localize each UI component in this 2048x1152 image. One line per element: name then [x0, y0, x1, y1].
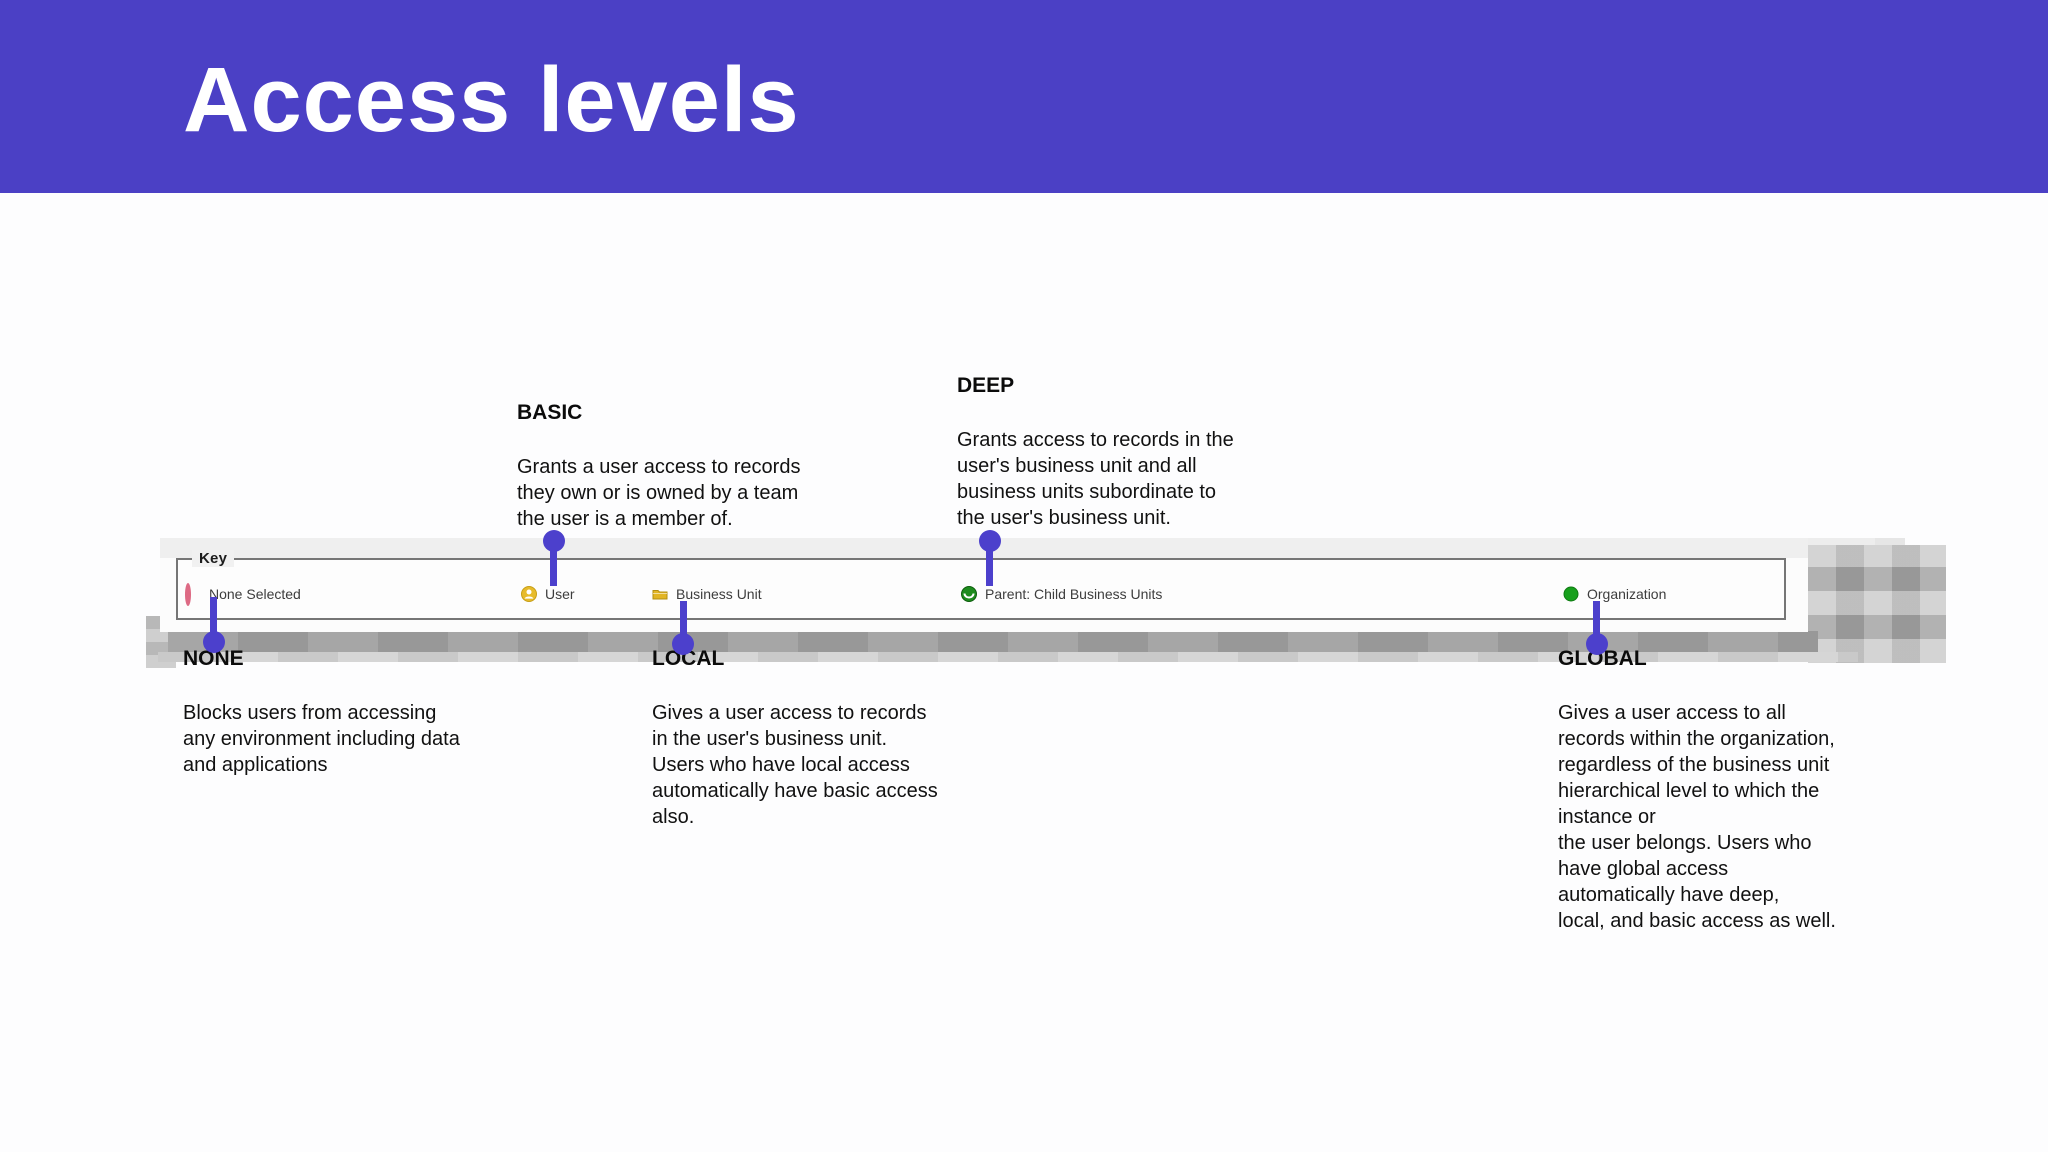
key-item-label: Parent: Child Business Units — [985, 586, 1163, 602]
callout-local-title: LOCAL — [652, 647, 725, 670]
callout-deep-body: Grants access to records in the user's b… — [957, 429, 1234, 529]
none-selected-icon — [185, 583, 201, 606]
callout-global-title: GLOBAL — [1558, 647, 1647, 670]
key-bar-screenshot: Key — [160, 538, 1808, 632]
key-item-parent-child: Parent: Child Business Units — [961, 584, 1162, 604]
key-item-business-unit: Business Unit — [652, 584, 762, 604]
callout-none-body: Blocks users from accessing any environm… — [183, 702, 460, 776]
key-item-label: User — [545, 586, 575, 602]
callout-basic: BASIC Grants a user access to records th… — [517, 402, 957, 532]
page-title: Access levels — [183, 49, 800, 151]
key-item-organization: Organization — [1563, 584, 1666, 604]
callout-deep-title: DEEP — [957, 374, 1015, 397]
key-item-none-selected: None Selected — [185, 583, 301, 606]
callout-local: LOCAL Gives a user access to records in … — [652, 648, 1092, 830]
header-banner: Access levels — [0, 0, 2048, 193]
parent-child-icon — [961, 586, 977, 602]
organization-icon — [1563, 586, 1579, 602]
screenshot-bottom-shadow-light — [158, 652, 1858, 662]
key-item-user: User — [521, 584, 575, 604]
user-icon — [521, 586, 537, 602]
callout-none-title: NONE — [183, 647, 244, 670]
callout-basic-title: BASIC — [517, 401, 583, 424]
key-item-label: Organization — [1587, 586, 1667, 602]
key-fieldset: Key — [176, 550, 1786, 620]
callout-none: NONE Blocks users from accessing any env… — [183, 648, 623, 778]
callout-global: GLOBAL Gives a user access to all record… — [1558, 648, 1998, 934]
screenshot-bottom-shadow-dark — [168, 631, 1818, 652]
callout-local-body: Gives a user access to records in the us… — [652, 702, 938, 828]
key-item-label: None Selected — [209, 586, 301, 602]
callout-basic-body: Grants a user access to records they own… — [517, 456, 801, 530]
key-item-label: Business Unit — [676, 586, 762, 602]
callout-deep: DEEP Grants access to records in the use… — [957, 375, 1397, 531]
callout-global-body: Gives a user access to all records withi… — [1558, 702, 1836, 932]
business-unit-icon — [652, 586, 668, 602]
screenshot-right-shadow — [1808, 545, 1946, 663]
key-legend-label: Key — [192, 550, 235, 567]
